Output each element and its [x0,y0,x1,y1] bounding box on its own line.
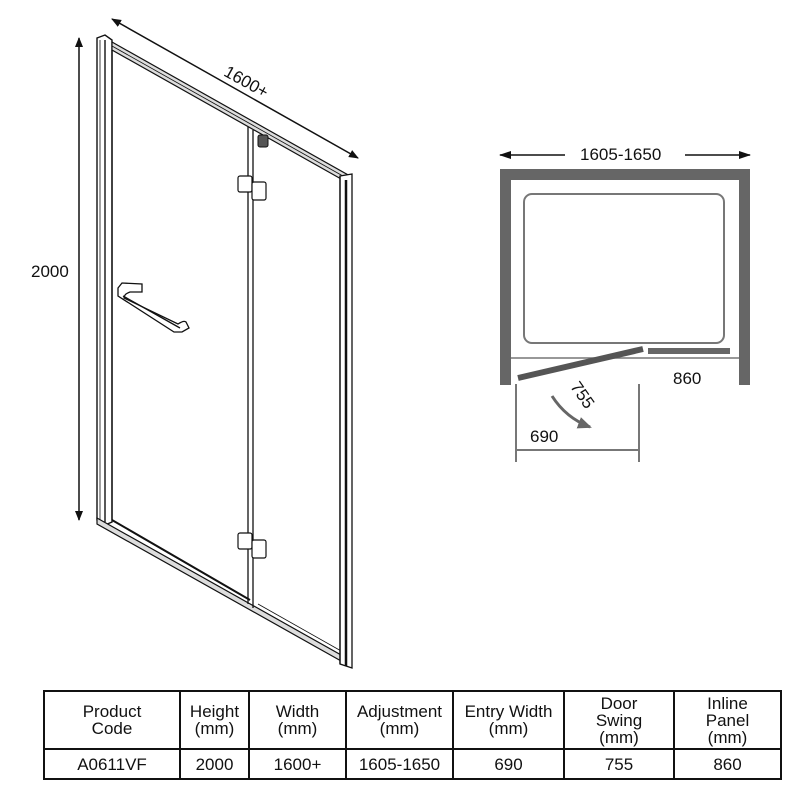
header-product-code: Product Code [43,690,181,750]
header-inline-panel: Inline Panel (mm) [673,690,782,750]
table-row: A0611VF 2000 1600+ 1605-1650 690 755 860 [43,748,782,780]
inline-panel-width-label: 860 [673,369,702,388]
overall-width-label: 1605-1650 [580,145,662,164]
entry-width-label: 690 [530,427,559,446]
top-pivot-bracket [257,134,269,148]
cell-door-swing: 755 [563,748,675,780]
inline-panel-plan [648,348,730,354]
inline-fixed-panel [339,173,353,669]
hinged-door-panel [111,50,254,608]
swing-door-plan [517,346,644,381]
door-handle [117,282,190,333]
header-door-swing: Door Swing (mm) [563,690,675,750]
shower-tray [523,193,725,344]
header-entry-width: Entry Width (mm) [452,690,565,750]
cell-product-code: A0611VF [43,748,181,780]
specification-table: Product Code Height (mm) Width (mm) Adju… [43,690,782,780]
cell-width: 1600+ [248,748,347,780]
header-width: Width (mm) [248,690,347,750]
height-dimension-label: 2000 [31,262,69,281]
header-adjustment: Adjustment (mm) [345,690,454,750]
enclosure-walls [500,169,750,385]
cell-inline-panel: 860 [673,748,782,780]
header-height: Height (mm) [179,690,250,750]
door-swing-arrow [550,395,592,429]
width-dimension-arrow [111,18,359,159]
hinge-top [237,175,267,201]
entry-width-dimension [515,384,640,462]
hinge-bottom [237,532,267,559]
cell-height: 2000 [179,748,250,780]
table-header-row: Product Code Height (mm) Width (mm) Adju… [43,690,782,750]
cell-entry-width: 690 [452,748,565,780]
cell-adjustment: 1605-1650 [345,748,454,780]
